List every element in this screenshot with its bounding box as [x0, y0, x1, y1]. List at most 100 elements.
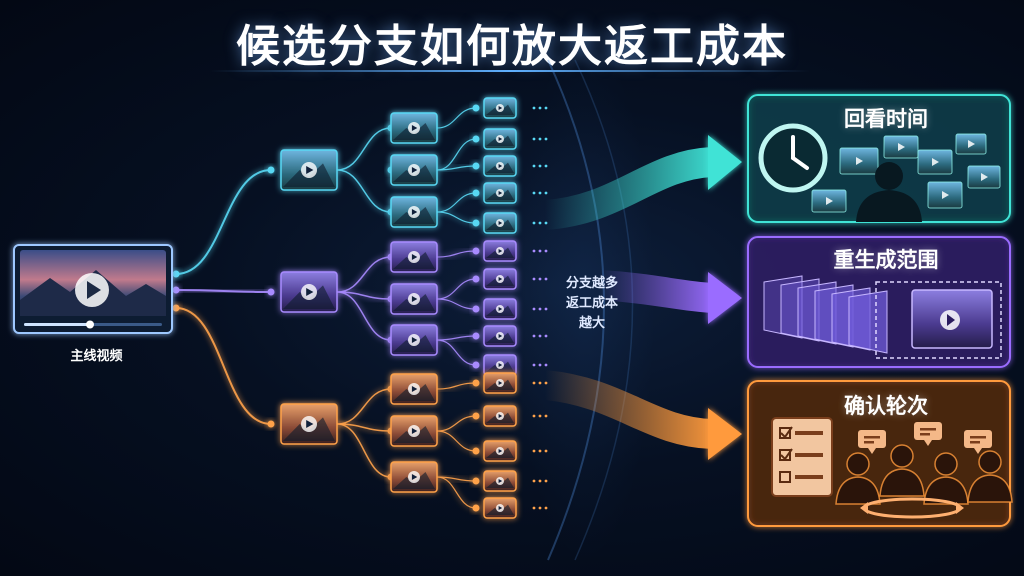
branch-link	[175, 307, 272, 425]
ellipsis-dot	[544, 506, 548, 510]
thumb-scenery	[486, 447, 514, 458]
branch-node	[472, 219, 480, 227]
thumb-scenery	[486, 104, 514, 115]
ellipsis-dot	[538, 449, 542, 453]
branch-node	[472, 332, 480, 340]
branch-link	[436, 107, 477, 129]
person-body	[835, 476, 881, 505]
thumb-scenery	[486, 135, 514, 146]
ellipsis-dot	[544, 449, 548, 453]
ellipsis-dot	[538, 249, 542, 253]
branch-link	[436, 211, 477, 224]
person-icon	[846, 452, 870, 476]
play-triangle	[411, 167, 418, 173]
branch-node	[267, 288, 275, 296]
branch-node	[472, 305, 480, 313]
person-icon	[856, 162, 922, 222]
branch-link	[436, 138, 477, 171]
play-triangle	[498, 506, 503, 510]
thumb-scenery	[393, 252, 435, 269]
branch-link	[436, 250, 477, 258]
ellipsis-dot	[538, 277, 542, 281]
play-triangle	[498, 414, 503, 418]
ellipsis-dot	[532, 164, 536, 168]
play-triangle	[306, 288, 314, 296]
play-icon	[826, 197, 833, 205]
thumb-scenery	[283, 163, 335, 187]
chat-bubble-icon	[964, 430, 992, 448]
branch-link	[436, 430, 477, 452]
thumb-scenery	[393, 294, 435, 311]
main-video-label: 主线视频	[70, 349, 123, 364]
branch-link	[436, 415, 477, 432]
ellipsis-dot	[532, 479, 536, 483]
main-video-card	[13, 244, 173, 334]
ellipsis-dot	[532, 307, 536, 311]
play-icon	[942, 191, 949, 199]
play-triangle	[498, 277, 503, 281]
arrow-head-orange	[708, 408, 742, 460]
arrow-to-regen-scope	[599, 270, 714, 313]
branch-cost-line-2: 返工成本	[565, 296, 618, 311]
ellipsis-dot	[532, 106, 536, 110]
panel-review-time	[747, 94, 1011, 223]
thumb-scenery	[486, 275, 514, 286]
chat-bubble-icon	[914, 422, 942, 440]
panel-title-review-time: 回看时间	[844, 107, 928, 131]
branch-link	[336, 423, 392, 432]
thumb-scenery	[486, 247, 514, 258]
branch-node	[267, 420, 275, 428]
branch-node	[472, 275, 480, 283]
branch-link	[436, 339, 477, 366]
chat-line	[970, 441, 980, 444]
stacked-frame	[763, 275, 803, 339]
play-icon	[856, 157, 863, 165]
thumb-scenery	[393, 123, 435, 140]
branch-link	[436, 476, 477, 509]
thumb-scenery	[486, 305, 514, 316]
thumb-scenery	[486, 379, 514, 390]
branch-node	[472, 104, 480, 112]
branch-node	[472, 247, 480, 255]
play-triangle	[498, 221, 503, 225]
chat-line	[920, 433, 930, 436]
play-triangle	[306, 420, 314, 428]
branch-node	[472, 412, 480, 420]
ellipsis-dot	[532, 363, 536, 367]
branch-node	[472, 135, 480, 143]
play-triangle	[498, 191, 503, 195]
thumb-scenery	[486, 477, 514, 488]
chat-bubble-tail	[868, 448, 876, 454]
branch-node	[472, 477, 480, 485]
play-triangle	[411, 209, 418, 215]
thumb-scenery	[283, 417, 335, 441]
ellipsis-dot	[544, 277, 548, 281]
chat-line	[864, 436, 880, 439]
panel-regen-scope	[747, 236, 1011, 368]
ellipsis-dot	[544, 414, 548, 418]
chat-line	[864, 441, 874, 444]
person-icon	[890, 444, 914, 468]
thumb-scenery	[393, 472, 435, 489]
branch-link	[436, 192, 477, 213]
play-triangle	[411, 428, 418, 434]
play-icon	[932, 158, 939, 166]
ellipsis-dot	[532, 221, 536, 225]
thumb-scenery	[486, 219, 514, 230]
thumb-scenery	[486, 332, 514, 343]
branch-cost-line-1: 分支越多	[565, 276, 618, 291]
play-triangle	[498, 449, 503, 453]
branch-link	[336, 256, 392, 293]
play-triangle	[498, 106, 503, 110]
play-triangle	[498, 137, 503, 141]
ellipsis-dot	[544, 363, 548, 367]
branch-link	[336, 169, 392, 213]
person-body	[879, 468, 925, 497]
branch-link	[436, 335, 477, 341]
title-underline	[210, 70, 810, 72]
panel-title-regen-scope: 重生成范围	[833, 248, 939, 272]
chat-line	[920, 428, 936, 431]
chat-bubble-tail	[924, 440, 932, 446]
ellipsis-dot	[538, 363, 542, 367]
